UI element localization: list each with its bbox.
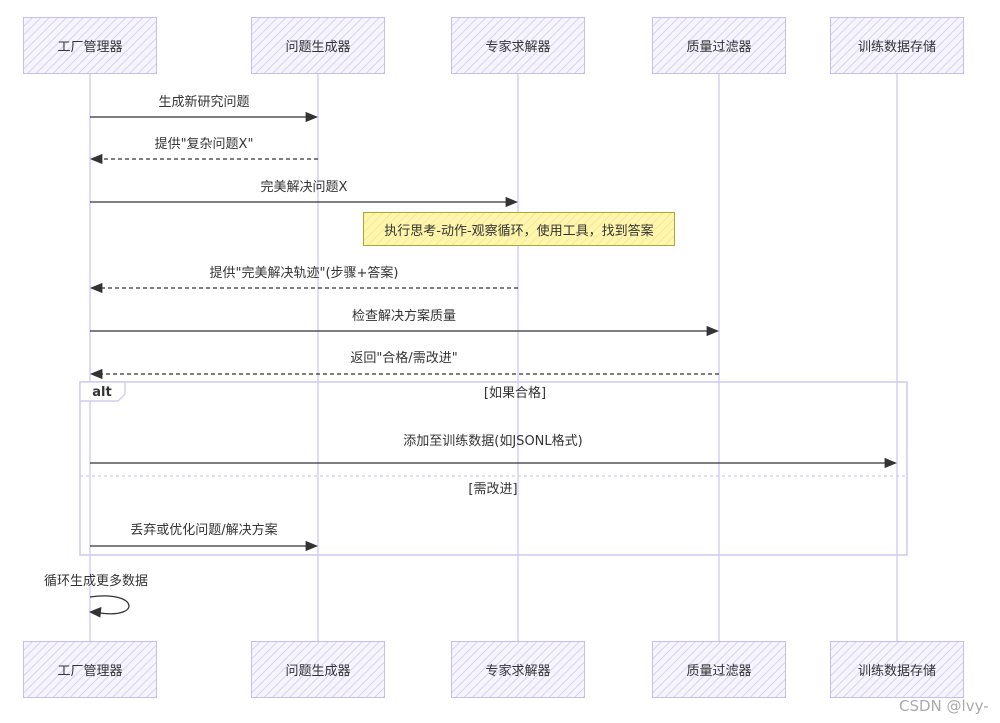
alt-condition-label: [需改进] <box>468 482 517 497</box>
message-label: 提供"复杂问题X" <box>155 136 254 152</box>
message-label: 检查解决方案质量 <box>352 308 456 324</box>
participant-label: 问题生成器 <box>285 40 351 55</box>
participant-label: 质量过滤器 <box>686 40 752 55</box>
message-label: 生成新研究问题 <box>158 94 249 110</box>
message-solve-question: 完美解决问题X <box>90 180 519 208</box>
participant-footer-expert-solver: 专家求解器 <box>451 641 585 698</box>
participant-quality-filter: 质量过滤器 <box>652 17 786 74</box>
participant-question-generator: 问题生成器 <box>251 17 385 74</box>
participant-label: 训练数据存储 <box>857 40 936 55</box>
participant-factory-manager: 工厂管理器 <box>23 17 157 74</box>
arrowhead <box>89 368 103 380</box>
message-label: 完美解决问题X <box>261 180 348 195</box>
participant-label: 工厂管理器 <box>57 40 123 55</box>
note: 执行思考-动作-观察循环，使用工具，找到答案 <box>363 212 675 246</box>
arrowhead <box>305 111 319 123</box>
message-discard-or-optimize: 丢弃或优化问题/解决方案 <box>90 522 319 552</box>
message-provide-trajectory: 提供"完美解决轨迹"(步骤+答案) <box>89 265 518 294</box>
arrowhead <box>89 153 103 165</box>
message-label: 提供"完美解决轨迹"(步骤+答案) <box>210 265 399 281</box>
arrowhead <box>884 457 898 469</box>
message-check-quality: 检查解决方案质量 <box>90 308 720 337</box>
self-message-loop: 循环生成更多数据 <box>44 573 148 618</box>
message-label: 添加至训练数据(如JSONL格式) <box>403 433 582 449</box>
note-text: 执行思考-动作-观察循环，使用工具，找到答案 <box>384 223 654 239</box>
arrowhead <box>706 325 720 337</box>
participant-footer-quality-filter: 质量过滤器 <box>652 641 786 698</box>
participant-footer-question-generator: 问题生成器 <box>251 641 385 698</box>
arrowhead <box>305 540 319 552</box>
participant-footer-training-data-store: 训练数据存储 <box>830 641 964 698</box>
arrowhead <box>89 282 103 294</box>
watermark: CSDN @lvy- <box>899 697 989 715</box>
participant-training-data-store: 训练数据存储 <box>830 17 964 74</box>
self-loop-arrow <box>89 595 130 615</box>
arrowhead <box>89 606 102 618</box>
arrowhead <box>505 196 519 208</box>
alt-keyword: alt <box>92 385 111 400</box>
participant-footer-factory-manager: 工厂管理器 <box>23 641 157 698</box>
message-label: 返回"合格/需改进" <box>350 350 457 366</box>
alt-block: alt [如果合格] 添加至训练数据(如JSONL格式) [需改进] 丢弃或优化… <box>79 381 908 556</box>
participant-label: 专家求解器 <box>485 664 551 679</box>
message-generate-question: 生成新研究问题 <box>90 94 319 123</box>
participant-label: 问题生成器 <box>285 664 351 679</box>
participant-label: 质量过滤器 <box>686 664 752 679</box>
message-return-verdict: 返回"合格/需改进" <box>89 350 719 380</box>
alt-tab <box>79 381 126 402</box>
self-message-label: 循环生成更多数据 <box>44 573 148 589</box>
participant-label: 训练数据存储 <box>857 664 936 679</box>
participant-label: 工厂管理器 <box>57 664 123 679</box>
alt-condition-label: [如果合格] <box>484 385 546 401</box>
message-label: 丢弃或优化问题/解决方案 <box>130 522 277 538</box>
participant-expert-solver: 专家求解器 <box>451 17 585 74</box>
message-add-training-data: 添加至训练数据(如JSONL格式) <box>90 433 898 469</box>
message-provide-question: 提供"复杂问题X" <box>89 136 318 165</box>
alt-frame <box>79 381 908 556</box>
participant-label: 专家求解器 <box>485 40 551 55</box>
